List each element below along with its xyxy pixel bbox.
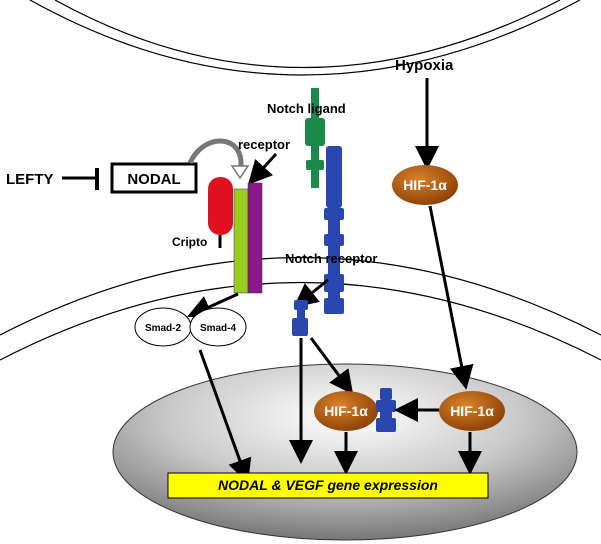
- hif-right: [439, 391, 505, 431]
- smad4: [189, 307, 247, 347]
- smad2-label: Smad-2: [145, 323, 182, 334]
- cripto-label: Cripto: [172, 235, 207, 249]
- nicd-nuclear: [376, 388, 396, 432]
- receptor-label: receptor: [238, 137, 290, 152]
- gene-expression-label: NODAL & VEGF gene expression: [218, 477, 438, 493]
- notch-intracellular-domain: [292, 300, 308, 336]
- notch-receptor: [324, 146, 344, 314]
- smad-to-gene-arrow: [198, 349, 252, 484]
- notch-receptor-label: Notch receptor: [285, 251, 377, 266]
- nodal-box: [110, 162, 198, 194]
- hypoxia-label: Hypoxia: [395, 57, 454, 74]
- notch-cleavage-arrow: [293, 278, 329, 308]
- receptor-purple: [247, 182, 263, 294]
- cell-membranes: [0, 0, 601, 361]
- hif-top: [392, 165, 458, 205]
- notch-ligand: [305, 88, 325, 188]
- gene-expression-box: [167, 472, 489, 499]
- smad4-label: Smad-4: [200, 323, 237, 334]
- receptor-pointer-arrow: [247, 152, 278, 185]
- receptor-to-smad-arrow: [187, 292, 239, 319]
- nodal-label: NODAL: [127, 171, 180, 188]
- nicd-to-hif-arrow: [309, 337, 354, 395]
- lefty-label: LEFTY: [6, 171, 54, 188]
- notch-ligand-label: Notch ligand: [267, 101, 346, 116]
- hif-mid-label: HIF-1α: [324, 403, 368, 419]
- hif-right-label: HIF-1α: [450, 403, 494, 419]
- hif-translocation-arrow: [428, 205, 474, 390]
- hif-top-label: HIF-1α: [403, 177, 447, 193]
- nodal-binding-arrow: [187, 138, 244, 173]
- receptor-green: [233, 188, 249, 294]
- cripto: [208, 177, 233, 235]
- hif-mid: [314, 391, 378, 431]
